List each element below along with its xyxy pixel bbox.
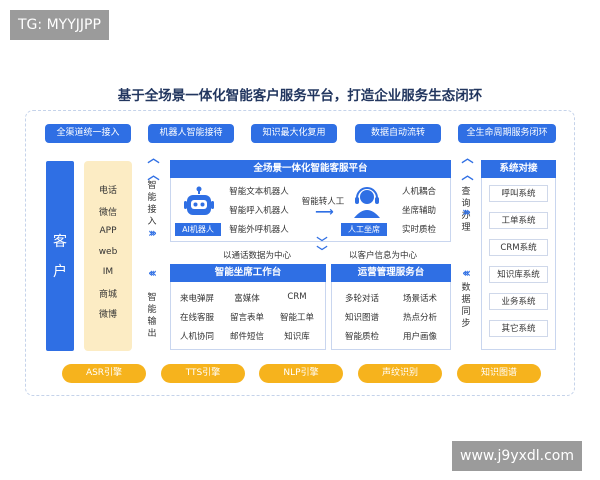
right-chevrons-icon: ››› xyxy=(148,226,157,240)
human-item-coupling: 人机耦合 xyxy=(401,187,436,197)
ops-item-dialog: 多轮对话 xyxy=(344,294,379,304)
robot-item-outbound: 智能外呼机器人 xyxy=(229,225,289,235)
pill-data-flow: 数据自动流转 xyxy=(355,124,441,143)
channel-mall: 商城 xyxy=(98,290,117,300)
human-item-assist: 坐席辅助 xyxy=(401,206,436,216)
ops-item-script: 场景话术 xyxy=(402,294,437,304)
ops-item-hotspot: 热点分析 xyxy=(402,313,437,323)
channel-im: IM xyxy=(102,267,114,277)
wb-item-crm: CRM xyxy=(287,292,307,302)
wb-item-online: 在线客服 xyxy=(179,313,214,323)
engine-asr: ASR引擎 xyxy=(62,364,146,383)
side-right-bottom-text: 数据同步 xyxy=(461,283,471,329)
flow-label-call-data: 以通话数据为中心 xyxy=(222,251,291,261)
ops-item-profile: 用户画像 xyxy=(402,332,437,342)
engine-voiceprint: 声纹识别 xyxy=(358,364,442,383)
side-right-top-text: 查询办理 xyxy=(461,187,471,233)
channels-panel: 电话 微信 APP web IM 商城 微博 xyxy=(84,161,132,351)
pill-robot-reception: 机器人智能接待 xyxy=(148,124,234,143)
transfer-arrow-icon: ⟶ xyxy=(315,205,334,220)
workbench-title: 智能坐席工作台 xyxy=(170,264,326,282)
engine-nlp: NLP引擎 xyxy=(259,364,343,383)
channel-web: web xyxy=(98,247,118,257)
left-chevrons-icon: ‹‹‹ xyxy=(148,266,157,280)
robot-item-inbound: 智能呼入机器人 xyxy=(229,206,289,216)
up-chevron-right-icon: ︿︿ xyxy=(461,151,473,182)
engine-tts: TTS引擎 xyxy=(161,364,245,383)
pill-lifecycle: 全生命周期服务闭环 xyxy=(458,124,556,143)
left-chevrons-right-icon: ‹‹‹ xyxy=(462,266,471,280)
channel-phone: 电话 xyxy=(98,186,117,196)
side-left-bottom-text: 智能输出 xyxy=(147,293,157,339)
pill-omnichannel: 全渠道统一接入 xyxy=(45,124,131,143)
wb-item-form: 留言表单 xyxy=(229,313,264,323)
ops-item-qa: 智能质检 xyxy=(344,332,379,342)
customer-block: 客 户 xyxy=(46,161,74,351)
right-chevrons-right-icon: ››› xyxy=(462,205,471,219)
agent-icon xyxy=(354,187,380,218)
flow-label-customer-info: 以客户信息为中心 xyxy=(348,251,417,261)
human-label: 人工坐席 xyxy=(341,223,387,236)
robot-label: AI机器人 xyxy=(175,223,221,236)
wb-item-kb: 知识库 xyxy=(284,332,310,342)
up-chevron-icon: ︿︿ xyxy=(147,151,159,182)
side-left-top-text: 智能接入 xyxy=(147,181,157,227)
system-crm: CRM系统 xyxy=(489,239,548,256)
systems-title: 系统对接 xyxy=(481,160,556,178)
wb-item-richmedia: 富媒体 xyxy=(234,294,260,304)
watermark-bottom-right: www.j9yxdl.com xyxy=(452,441,583,471)
system-kb: 知识库系统 xyxy=(489,266,548,283)
ops-item-graph: 知识图谱 xyxy=(344,313,379,323)
system-ticket: 工单系统 xyxy=(489,212,548,229)
watermark-top-left: TG: MYYJJPP xyxy=(10,10,109,40)
robot-icon xyxy=(184,186,214,215)
wb-item-popup: 来电弹屏 xyxy=(179,294,214,304)
wb-item-collab: 人机协同 xyxy=(179,332,214,342)
diagram-frame xyxy=(25,110,575,396)
platform-title: 全场景一体化智能客服平台 xyxy=(170,160,451,178)
robot-item-text: 智能文本机器人 xyxy=(229,187,289,197)
system-call: 呼叫系统 xyxy=(489,185,548,202)
engine-kg: 知识图谱 xyxy=(457,364,541,383)
wb-item-mail: 邮件短信 xyxy=(229,332,264,342)
channel-app: APP xyxy=(99,226,117,236)
customer-label-1: 客 xyxy=(53,234,67,250)
system-other: 其它系统 xyxy=(489,320,548,337)
diagram-title: 基于全场景一体化智能客户服务平台，打造企业服务生态闭环 xyxy=(117,88,483,104)
transfer-label: 智能转人工 xyxy=(301,197,345,207)
ops-title: 运营管理服务台 xyxy=(331,264,451,282)
pill-knowledge-reuse: 知识最大化复用 xyxy=(251,124,337,143)
system-business: 业务系统 xyxy=(489,293,548,310)
channel-weibo: 微博 xyxy=(98,310,117,320)
customer-label-2: 户 xyxy=(53,264,67,280)
human-item-qa: 实时质检 xyxy=(401,225,436,235)
wb-item-ticket: 智能工单 xyxy=(279,313,314,323)
channel-wechat: 微信 xyxy=(98,208,117,218)
down-chevron-icon: ﹀﹀ xyxy=(316,236,328,258)
